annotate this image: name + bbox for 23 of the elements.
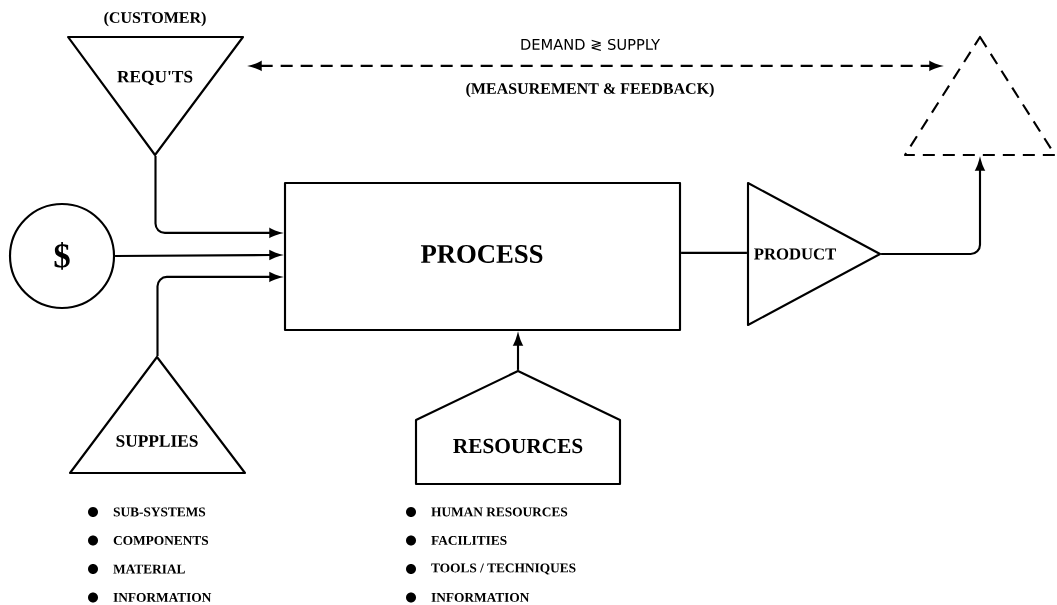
- node-caption: (CUSTOMER): [104, 11, 206, 27]
- bullet-item: MATERIAL: [88, 564, 185, 574]
- bullet-item: INFORMATION: [406, 592, 530, 603]
- triangle: SUPPLIES: [68, 355, 247, 475]
- bullet-item: COMPONENTS: [88, 535, 209, 546]
- edge-label: DEMAND ≷ SUPPLY: [521, 38, 661, 52]
- inverted-triangle: REQU'TS: [66, 35, 245, 157]
- bullet-item: INFORMATION: [88, 592, 212, 603]
- arrow: [881, 159, 985, 256]
- arrow: [115, 250, 281, 260]
- bullet-item: HUMAN RESOURCES: [406, 507, 568, 517]
- arrow: [250, 61, 941, 71]
- triangle: PRODUCT: [746, 181, 882, 327]
- annotation: (MEASUREMENT & FEEDBACK): [466, 82, 714, 98]
- pentagon: RESOURCES: [414, 369, 622, 486]
- arrow: [513, 334, 523, 370]
- process-box: PROCESS: [283, 181, 682, 332]
- bullet-item: SUB-SYSTEMS: [88, 507, 206, 517]
- bullet-item: FACILITIES: [406, 535, 507, 546]
- arrow: [154, 156, 281, 238]
- arrow: [156, 272, 281, 356]
- triangle: [903, 35, 1057, 157]
- bullet-item: TOOLS / TECHNIQUES: [406, 563, 576, 575]
